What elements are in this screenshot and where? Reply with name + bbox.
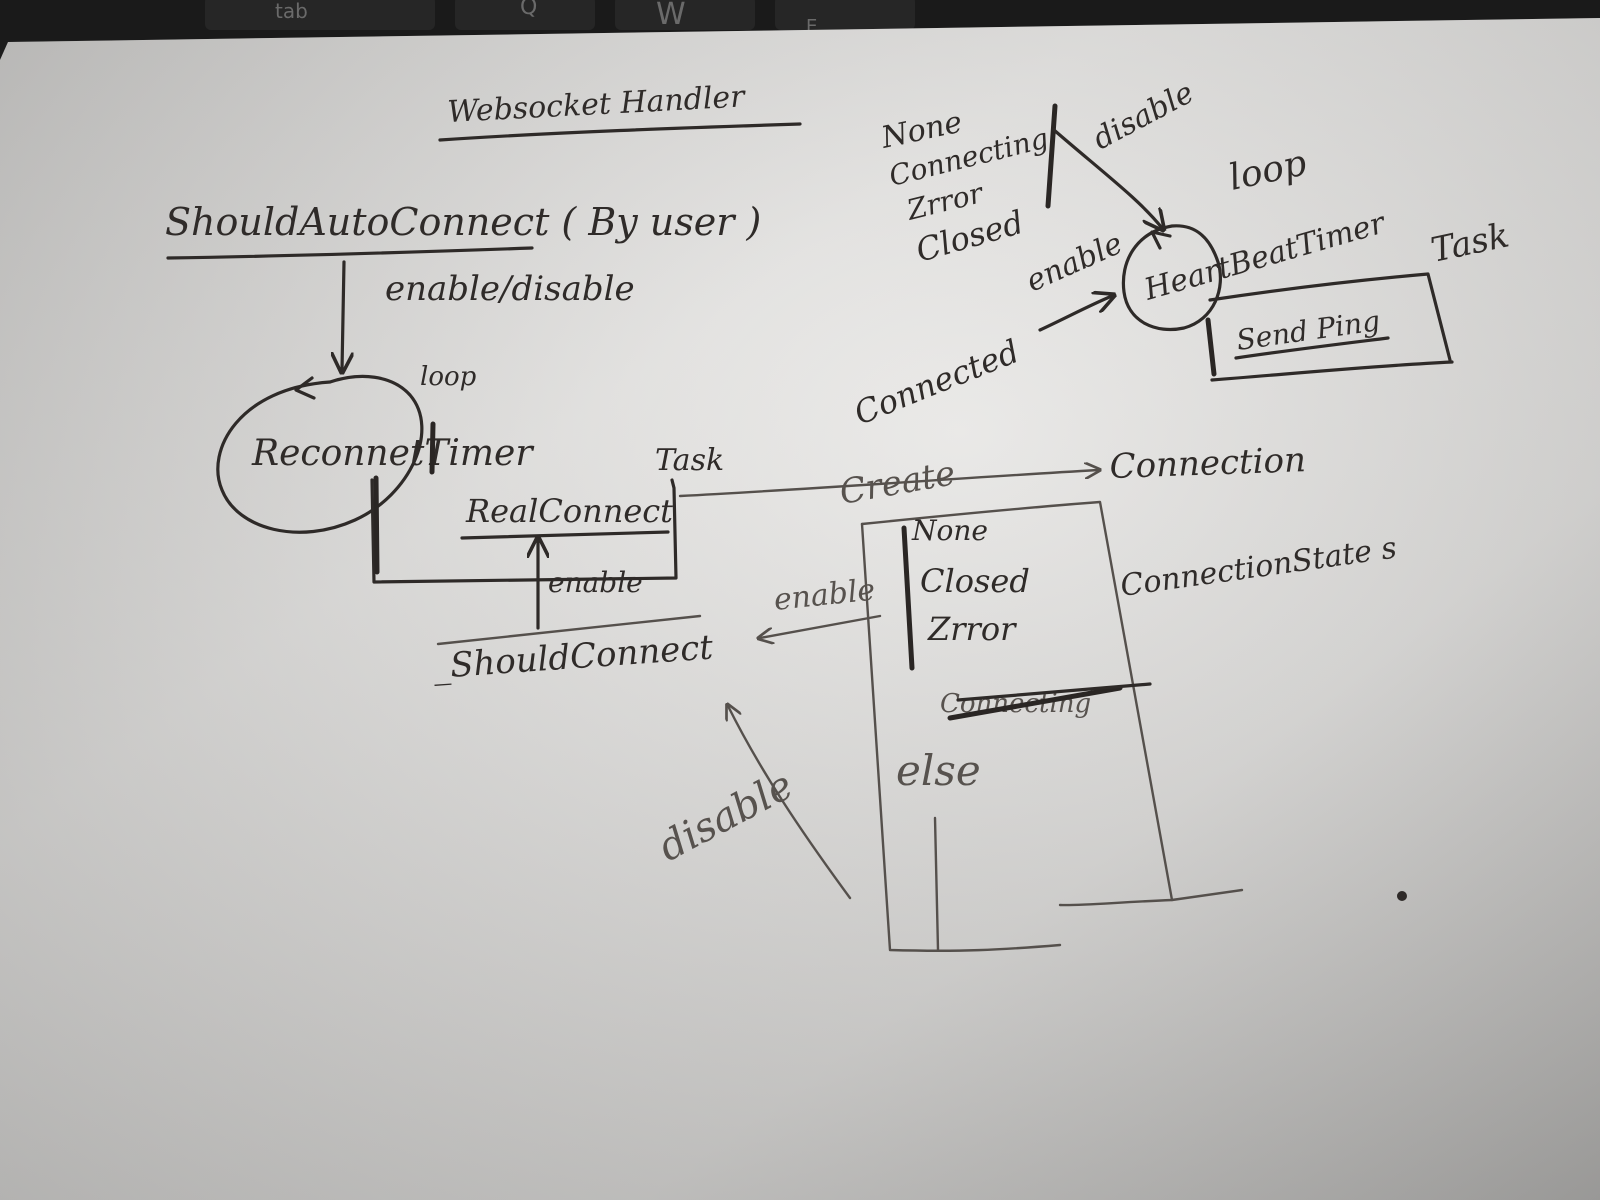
task-left-label: Task [655,443,724,478]
state-list-bracket [901,525,915,671]
real-connect-label: RealConnect [465,492,673,530]
key-label-tab: tab [275,0,308,23]
loop-left-label: loop [420,362,477,392]
connection-state-box-left [860,522,1062,952]
state-error: Zrror [927,610,1017,648]
task-box-right-top [1208,272,1452,362]
should-auto-connect-underline [166,246,534,260]
key-label-e: E [806,16,817,37]
disable-top-arrow [1052,128,1162,228]
should-auto-connect-label: ShouldAutoConnect ( By user ) [165,200,761,244]
enable-disable-arrow [342,260,344,370]
task-box-top-bar [429,421,436,475]
task-box-left-bar [373,475,380,575]
task-box-right-bottom [1210,360,1454,382]
connecting-strike-line-2 [956,682,1152,702]
q-key [455,0,595,30]
create-arrow [678,470,1098,498]
reconnect-loop-arrowhead [294,376,316,400]
tab-key [205,0,435,30]
enable-left-arrow [760,614,882,638]
heartbeat-timer-loop [1121,224,1223,332]
key-label-q: Q [520,0,537,20]
top-state-bracket [1045,103,1058,209]
state-else: else [896,746,981,795]
state-closed: Closed [920,562,1030,600]
enable-disable-label: enable/disable [385,269,635,309]
title-underline [438,122,802,142]
connecting-strike-line [947,685,1123,721]
e-key [775,0,915,30]
reconnect-timer-loop [216,374,424,534]
state-none: None [911,514,988,547]
else-bracket [933,816,940,952]
heartbeat-loop-arrowhead [1150,230,1172,250]
key-label-w: W [656,0,686,32]
should-connect-overline [436,614,702,646]
disable-bottom-arrow [728,706,852,900]
w-key [615,0,755,30]
connection-label: Connection [1109,440,1307,487]
pen-dot [1397,891,1407,901]
task-box-right-bar [1205,317,1217,377]
send-ping-underline [1234,336,1390,360]
connection-state-box-tail [1170,888,1244,902]
paper-shading [0,18,1600,1200]
enable-up-label: enable [548,566,643,599]
reconnect-timer-label: ReconnetTimer [251,433,534,474]
real-connect-underline [460,530,670,540]
connection-state-box-right [860,500,1174,907]
task-box-left [370,478,678,584]
connected-arrow [1038,296,1112,332]
